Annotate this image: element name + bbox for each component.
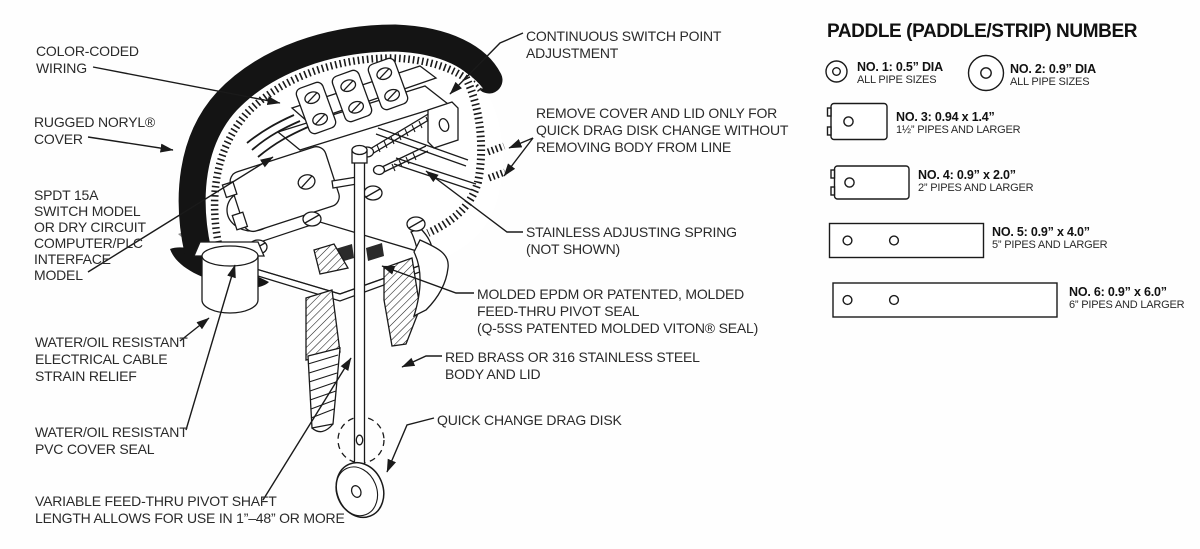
paddle-4-shape [830, 165, 910, 200]
paddle-5-label: NO. 5: 0.9” x 4.0” 5” PIPES AND LARGER [992, 225, 1108, 252]
leader-adjusting-spring [425, 170, 523, 233]
legend-title: PADDLE (PADDLE/STRIP) NUMBER [827, 21, 1138, 42]
callout-strain-relief: WATER/OIL RESISTANT ELECTRICAL CABLE STR… [35, 334, 188, 384]
callout-spdt-switch: SPDT 15A SWITCH MODEL OR DRY CIRCUIT COM… [34, 187, 146, 283]
paddle-3-shape [826, 102, 888, 141]
callout-switch-point: CONTINUOUS SWITCH POINT ADJUSTMENT [526, 28, 722, 61]
paddle-6-shape [832, 282, 1058, 318]
paddle-2-shape [967, 54, 1005, 92]
callout-adjusting-spring: STAINLESS ADJUSTING SPRING (NOT SHOWN) [526, 224, 737, 257]
leader-spdt-switch [87, 156, 274, 273]
paddle-4-label: NO. 4: 0.9” x 2.0” 2” PIPES AND LARGER [918, 168, 1034, 195]
leader-pivot-shaft [262, 357, 352, 501]
callout-pvc-seal: WATER/OIL RESISTANT PVC COVER SEAL [35, 424, 188, 457]
drag-disk [335, 461, 385, 519]
leader-red-brass [401, 355, 442, 368]
callout-remove-cover: REMOVE COVER AND LID ONLY FOR QUICK DRAG… [536, 105, 789, 155]
leader-strain-relief [179, 317, 210, 342]
pivot-shaft [351, 144, 368, 473]
callout-noryl-cover: RUGGED NORYL® COVER [34, 114, 156, 147]
leader-color-coded-wiring [92, 66, 281, 106]
leader-epdm-seal [381, 265, 474, 294]
callout-epdm-seal: MOLDED EPDM OR PATENTED, MOLDED FEED-THR… [477, 286, 759, 336]
leader-drag-disk [386, 417, 435, 473]
paddle-2-label: NO. 2: 0.9” DIA ALL PIPE SIZES [1010, 62, 1096, 89]
paddle-3-label: NO. 3: 0.94 x 1.4” 1½” PIPES AND LARGER [896, 110, 1021, 137]
leader-pvc-seal [185, 264, 236, 431]
callout-pivot-shaft: VARIABLE FEED-THRU PIVOT SHAFT LENGTH AL… [35, 493, 345, 526]
paddle-legend-shapes [825, 54, 1058, 318]
callout-color-coded-wiring: COLOR-CODED WIRING [36, 43, 139, 76]
terminal-block [246, 57, 450, 158]
paddle-1-shape [825, 60, 848, 83]
wiring [251, 120, 301, 151]
leader-switch-point [449, 32, 524, 95]
callout-red-brass: RED BRASS OR 316 STAINLESS STEEL BODY AN… [445, 349, 700, 382]
paddle-5-shape [828, 222, 985, 259]
paddle-6-label: NO. 6: 0.9” x 6.0” 6” PIPES AND LARGER [1069, 285, 1185, 312]
leader-lines [87, 32, 534, 501]
device-illustration [87, 24, 534, 519]
paddle-1-label: NO. 1: 0.5” DIA ALL PIPE SIZES [857, 60, 943, 87]
body [305, 239, 449, 433]
leader-noryl-cover [87, 136, 174, 153]
strain-relief [193, 241, 265, 314]
leader-remove-cover-1 [508, 137, 534, 149]
leader-remove-cover-2 [503, 137, 534, 177]
callout-quick-change-disk: QUICK CHANGE DRAG DISK [437, 412, 622, 428]
